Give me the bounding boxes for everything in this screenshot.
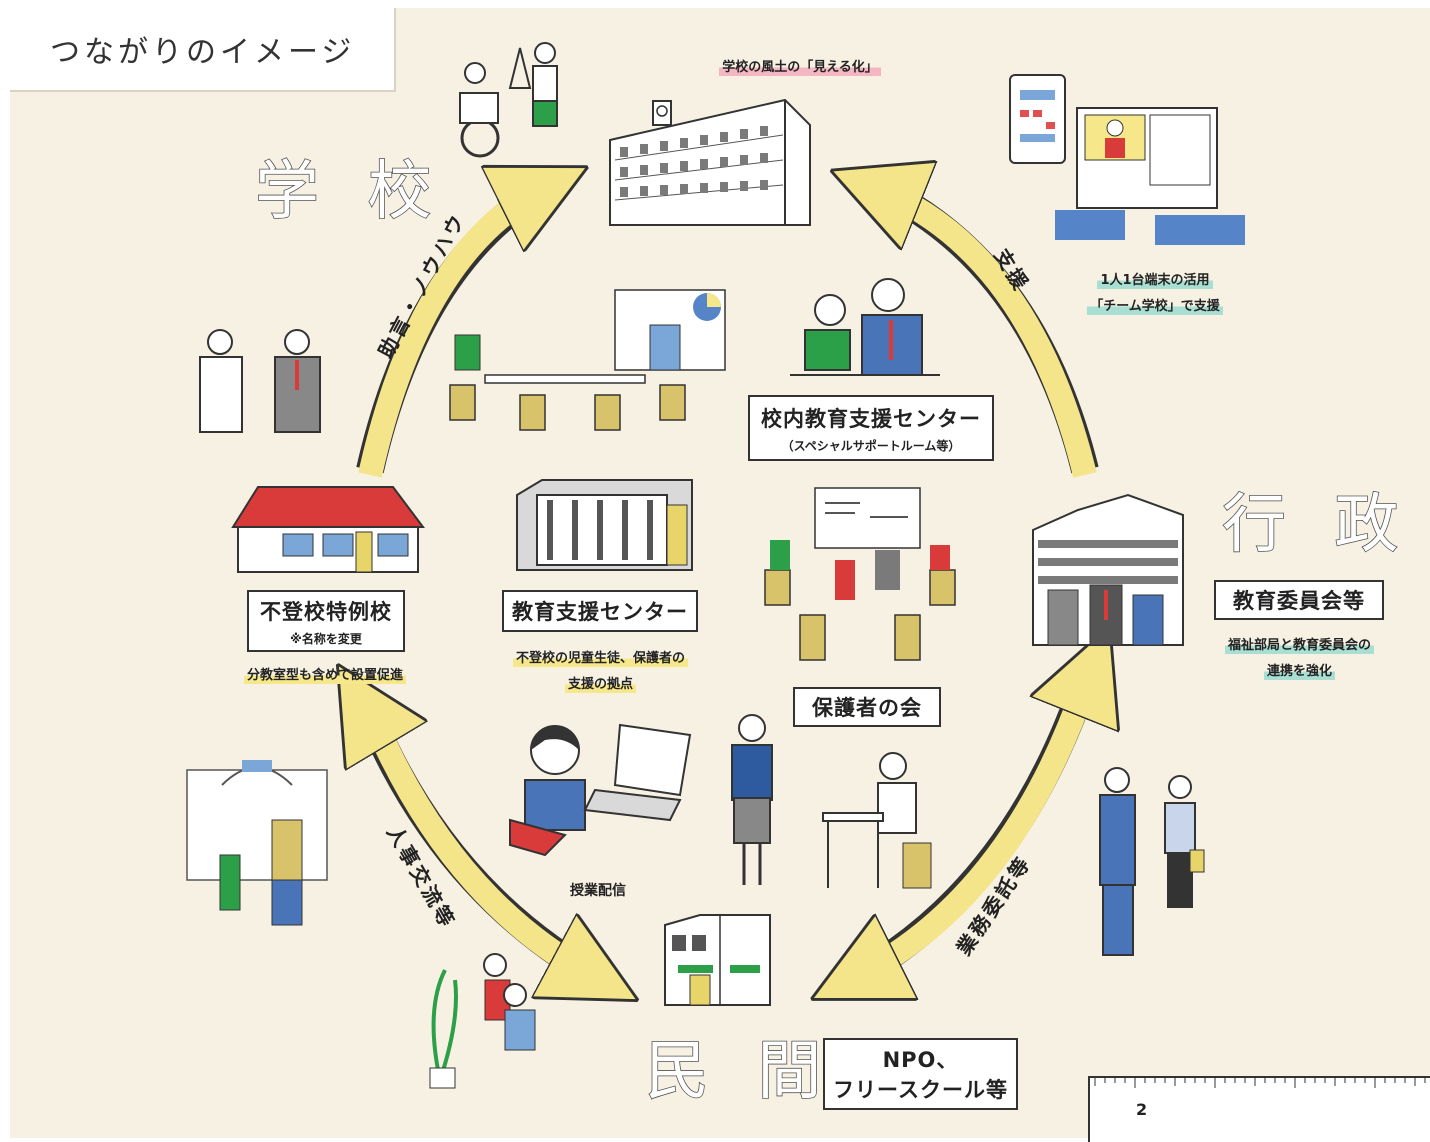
private-building-illustration (664, 914, 771, 1006)
inschool-center-sub: （スペシャルサポートルーム等） (781, 438, 961, 453)
support-center-building-illustration (516, 479, 693, 571)
tokurei-title: 不登校特例校 (260, 599, 392, 624)
note-support-center: 不登校の児童生徒、保護者の支援の拠点 (478, 646, 723, 698)
advisors-illustration (199, 329, 321, 433)
shopping-street-illustration (186, 760, 328, 926)
students-wheelchair-illustration (459, 42, 558, 158)
box-support-center: 教育支援センター (502, 590, 698, 632)
box-npo: NPO、 フリースクール等 (823, 1038, 1018, 1110)
government-building-illustration (1032, 493, 1184, 646)
box-parents-meeting: 保護者の会 (793, 687, 941, 727)
sector-private: 民 間 (644, 1035, 836, 1109)
school-building-illustration (609, 98, 811, 226)
special-school-illustration (231, 486, 425, 573)
note-device: 1人1台端末の活用「チーム学校」で支援 (1060, 268, 1250, 320)
classroom-illustration (449, 289, 726, 431)
parents-meeting-illustration (764, 487, 956, 661)
gardening-illustration (429, 953, 536, 1089)
box-inschool-center: 校内教育支援センター （スペシャルサポートルーム等） (748, 395, 994, 461)
page-title: つながりのイメージ (10, 8, 396, 92)
education-board-title: 教育委員会等 (1233, 589, 1365, 613)
online-class-illustration (509, 723, 692, 857)
counseling-illustration (790, 278, 940, 376)
page-ruler: 2 (1088, 1076, 1430, 1142)
box-education-board: 教育委員会等 (1214, 580, 1384, 620)
note-school-culture: 学校の風土の「見える化」 (690, 55, 910, 81)
study-desk-illustration (822, 752, 932, 889)
sector-government: 行 政 (1221, 488, 1413, 562)
npo-title-line2: フリースクール等 (833, 1078, 1008, 1102)
handshake-illustration (1099, 767, 1205, 956)
sector-school: 学 校 (254, 155, 446, 229)
note-welfare: 福祉部局と教育委員会の連携を強化 (1192, 633, 1407, 685)
inschool-center-title: 校内教育支援センター (761, 406, 981, 431)
box-tokurei-school: 不登校特例校 ※名称を変更 (247, 590, 405, 652)
label-online-class: 授業配信 (570, 883, 626, 899)
tokurei-sub: ※名称を変更 (290, 631, 362, 646)
online-meeting-illustration (1009, 74, 1245, 245)
support-center-title: 教育支援センター (512, 600, 688, 624)
standing-student-illustration (731, 714, 773, 885)
npo-title-line1: NPO、 (882, 1048, 959, 1072)
page-number: 2 (1136, 1100, 1148, 1119)
ruler-ticks (1094, 1078, 1426, 1088)
parents-meeting-title: 保護者の会 (812, 696, 922, 720)
note-tokurei: 分教室型も含めて設置促進 (205, 663, 445, 689)
